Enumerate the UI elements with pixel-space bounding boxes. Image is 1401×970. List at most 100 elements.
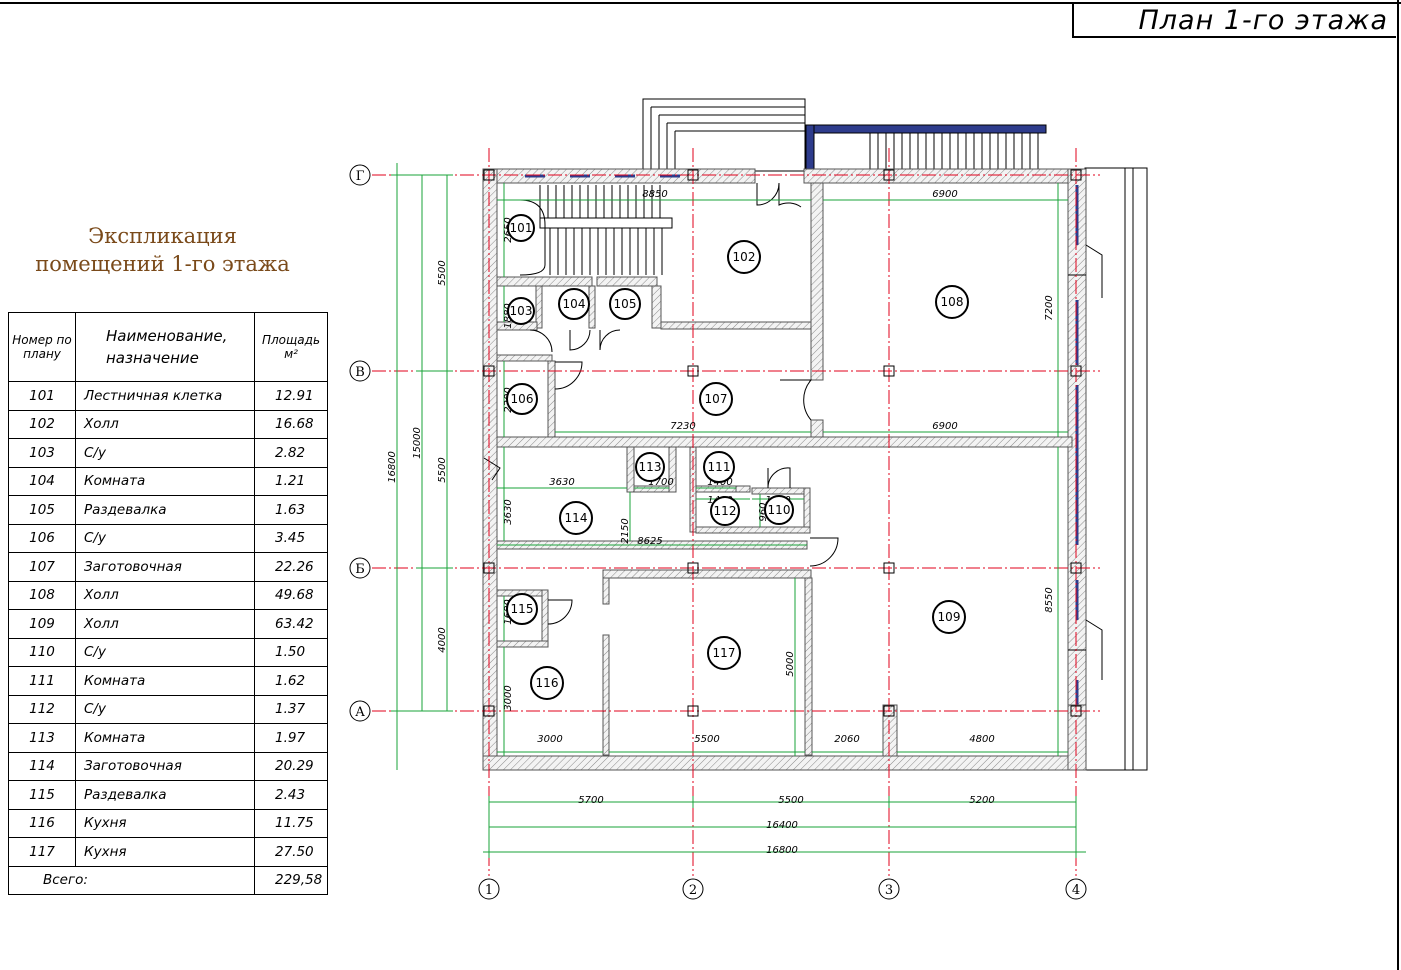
terrace-steps xyxy=(805,124,1047,172)
axis-row-v: В xyxy=(349,360,371,382)
room-108-label: 108 xyxy=(941,295,964,309)
frame-right-line xyxy=(1397,0,1399,970)
explication-total-row: Всего: 229,58 xyxy=(8,865,328,895)
dim-v-2150: 2150 xyxy=(620,518,631,543)
dim-5700: 5700 xyxy=(578,795,603,806)
stair-101 xyxy=(519,185,673,276)
row-number: 114 xyxy=(8,751,76,781)
room-116-label: 116 xyxy=(536,676,559,690)
side-ramp xyxy=(1084,167,1148,771)
header-area: Площадь м² xyxy=(254,312,328,382)
axis-grid xyxy=(372,148,1100,876)
row-name: Кухня xyxy=(75,808,255,838)
dim-5500-bottom: 5500 xyxy=(694,734,719,745)
axis-bubbles: Г В Б А 1 2 3 4 xyxy=(349,164,1087,900)
room-108: 108 xyxy=(935,285,969,319)
dim-6900-mid: 6900 xyxy=(932,421,957,432)
dim-v-5500-top: 5500 xyxy=(437,260,448,285)
row-area: 20.29 xyxy=(254,751,328,781)
exterior-walls xyxy=(482,168,1087,771)
row-area: 27.50 xyxy=(254,837,328,867)
row-area: 1.97 xyxy=(254,723,328,753)
row-area: 12.91 xyxy=(254,381,328,411)
dim-7230: 7230 xyxy=(670,421,695,432)
room-110-label: 110 xyxy=(768,503,791,517)
dim-v-5000: 5000 xyxy=(785,651,796,676)
room-104-label: 104 xyxy=(563,297,586,311)
row-name: С/у xyxy=(75,523,255,553)
dim-2060: 2060 xyxy=(834,734,859,745)
dim-5200: 5200 xyxy=(969,795,994,806)
room-101-label: 101 xyxy=(510,221,533,235)
room-104: 104 xyxy=(558,288,590,320)
room-107-label: 107 xyxy=(705,392,728,406)
dim-v-15000: 15000 xyxy=(412,427,423,459)
axis-col-3: 3 xyxy=(878,878,900,900)
room-109-label: 109 xyxy=(938,610,961,624)
dim-3000-bottom: 3000 xyxy=(537,734,562,745)
row-number: 115 xyxy=(8,780,76,810)
row-name: Комната xyxy=(75,466,255,496)
explication-header-row: Номер по плану Наименование, назначение … xyxy=(8,312,328,382)
room-103: 103 xyxy=(507,297,535,325)
dim-v-960: 960 xyxy=(758,502,769,521)
row-number: 112 xyxy=(8,694,76,724)
room-117-label: 117 xyxy=(713,646,736,660)
row-number: 108 xyxy=(8,580,76,610)
room-109: 109 xyxy=(932,600,966,634)
header-number: Номер по плану xyxy=(8,312,76,382)
axis-row-g-label: Г xyxy=(356,169,365,184)
axis-col-3-label: 3 xyxy=(885,883,893,898)
room-105-label: 105 xyxy=(614,297,637,311)
terrace-post xyxy=(805,124,815,172)
room-107: 107 xyxy=(699,382,733,416)
axis-row-v-label: В xyxy=(355,365,365,380)
row-name: Лестничная клетка xyxy=(75,381,255,411)
header-name: Наименование, назначение xyxy=(75,312,255,382)
explication-title-line1: Экспликация xyxy=(88,224,237,248)
row-number: 101 xyxy=(8,381,76,411)
row-area: 3.45 xyxy=(254,523,328,553)
row-name: Холл xyxy=(75,580,255,610)
room-labels: 101 102 103 104 105 106 107 108 109 110 … xyxy=(506,214,969,700)
axis-row-b-label: Б xyxy=(355,562,365,577)
dim-4800: 4800 xyxy=(969,734,994,745)
dim-v-5500-mid: 5500 xyxy=(437,457,448,482)
row-area: 22.26 xyxy=(254,552,328,582)
axis-col-1-label: 1 xyxy=(485,883,493,898)
explication-table: Номер по плану Наименование, назначение … xyxy=(8,312,328,895)
dim-v-8550: 8550 xyxy=(1044,587,1055,612)
axis-row-g: Г xyxy=(349,164,371,186)
dim-v-7200: 7200 xyxy=(1044,295,1055,320)
room-117: 117 xyxy=(707,636,741,670)
room-112-label: 112 xyxy=(714,504,737,518)
room-105: 105 xyxy=(609,288,641,320)
axis-row-b: Б xyxy=(349,557,371,579)
row-area: 1.50 xyxy=(254,637,328,667)
row-area: 2.82 xyxy=(254,438,328,468)
dim-3630: 3630 xyxy=(549,477,574,488)
row-name: Комната xyxy=(75,666,255,696)
dim-v-4000: 4000 xyxy=(437,627,448,652)
axis-col-2: 2 xyxy=(682,878,704,900)
dim-v-16800: 16800 xyxy=(387,451,398,483)
dim-8850: 8850 xyxy=(642,189,667,200)
row-name: Кухня xyxy=(75,837,255,867)
axis-col-2-label: 2 xyxy=(689,883,697,898)
room-111-label: 111 xyxy=(708,460,731,474)
row-name: Заготовочная xyxy=(75,751,255,781)
dim-6900-top: 6900 xyxy=(932,189,957,200)
room-106-label: 106 xyxy=(511,392,534,406)
row-area: 2.43 xyxy=(254,780,328,810)
row-area: 1.21 xyxy=(254,466,328,496)
room-103-label: 103 xyxy=(510,304,533,318)
